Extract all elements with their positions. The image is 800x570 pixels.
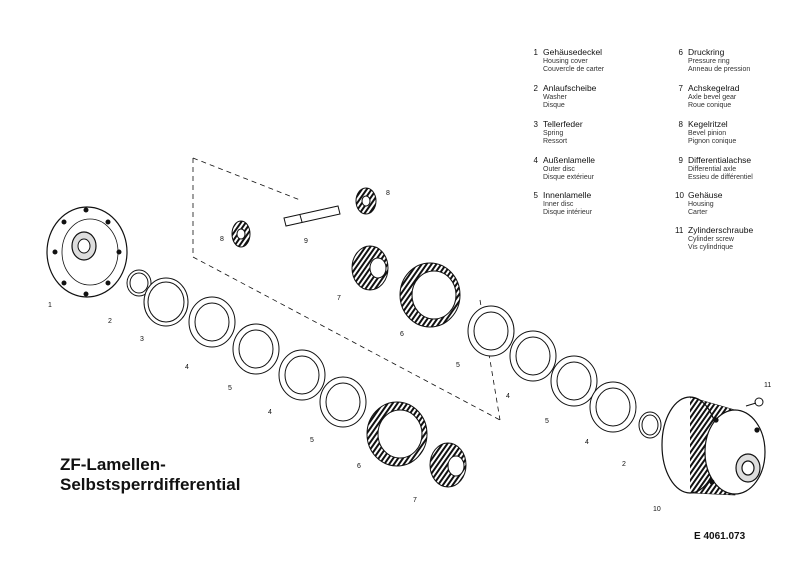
legend-french: Anneau de pression: [688, 66, 751, 73]
legend-german: Gehäuse: [688, 190, 723, 200]
bevel-pinion-right: [355, 187, 377, 215]
callout-label: 11: [764, 382, 772, 389]
legend-german: Gehäusedeckel: [543, 47, 603, 57]
callout-label: 7: [413, 497, 417, 504]
parts-legend: 1 Gehäusedeckel Housing cover Couvercle …: [530, 48, 790, 258]
legend-german: Differentialachse: [688, 155, 752, 165]
legend-french: Ressort: [543, 138, 568, 145]
callout-label: 1: [48, 302, 52, 309]
spring-part: [143, 277, 189, 327]
callout-label: 5: [545, 418, 549, 425]
legend-french: Disque: [543, 102, 565, 109]
disc-stack-left: [188, 296, 367, 428]
callout-label: 5: [456, 362, 460, 369]
legend-french: Vis cylindrique: [688, 244, 734, 251]
callout-label: 7: [337, 295, 341, 302]
legend-german: Tellerfeder: [543, 119, 583, 129]
callout-label: 4: [268, 409, 272, 416]
callout-label: 2: [108, 318, 112, 325]
pressure-ring-lower: [366, 401, 428, 467]
legend-german: Druckring: [688, 47, 725, 57]
callout-label: 8: [386, 190, 390, 197]
legend-french: Roue conique: [688, 102, 732, 109]
callout-label: 6: [357, 463, 361, 470]
legend-french: Essieu de différentiel: [688, 174, 753, 181]
callout-label: 2: [622, 461, 626, 468]
drawing-code: E 4061.073: [694, 531, 746, 542]
housing-part: [661, 396, 766, 496]
title-line-1: ZF-Lamellen-: [60, 455, 166, 474]
legend-english: Washer: [543, 94, 567, 101]
legend-english: Pressure ring: [688, 58, 730, 65]
callout-label: 3: [140, 336, 144, 343]
callout-label: 10: [653, 506, 661, 513]
legend-number: 7: [678, 84, 683, 93]
legend-german: Außenlamelle: [543, 155, 595, 165]
legend-french: Pignon conique: [688, 138, 737, 145]
legend-number: 11: [675, 226, 684, 235]
legend-german: Innenlamelle: [543, 190, 592, 200]
legend-english: Spring: [543, 130, 564, 137]
legend-french: Disque extérieur: [543, 174, 594, 181]
callout-label: 6: [400, 331, 404, 338]
legend-number: 3: [533, 120, 538, 129]
callout-label: 4: [185, 364, 189, 371]
callout-label: 5: [228, 385, 232, 392]
bevel-pinion-left: [231, 220, 251, 248]
legend-english: Axle bevel gear: [688, 94, 737, 101]
differential-axle-part: [283, 205, 341, 227]
callout-label: 4: [506, 393, 510, 400]
housing-cover-part: [46, 206, 128, 298]
washer-part-left: [126, 269, 152, 297]
callout-label: 9: [304, 238, 308, 245]
legend-english: Cylinder screw: [688, 236, 734, 243]
legend-number: 4: [533, 156, 538, 165]
legend-german: Kegelritzel: [688, 119, 728, 129]
legend-german: Zylinderschraube: [688, 225, 754, 235]
legend-english: Housing: [688, 201, 714, 208]
legend-german: Achskegelrad: [688, 83, 740, 93]
cylinder-screw-part: [745, 397, 764, 407]
legend-number: 8: [678, 120, 683, 129]
callout-label: 5: [310, 437, 314, 444]
title-line-2: Selbstsperrdifferential: [60, 475, 241, 494]
legend-number: 10: [675, 191, 684, 200]
legend-french: Carter: [688, 209, 708, 216]
legend-english: Outer disc: [543, 166, 575, 173]
axle-bevel-gear-lower: [429, 442, 467, 488]
legend-number: 6: [678, 48, 683, 57]
callout-label: 4: [585, 439, 589, 446]
pressure-ring-upper: [399, 262, 461, 328]
legend-english: Housing cover: [543, 58, 588, 65]
legend-number: 1: [533, 48, 538, 57]
washer-part-right: [638, 411, 662, 439]
disc-stack-right: [467, 305, 637, 433]
legend-french: Disque intérieur: [543, 209, 593, 216]
legend-german: Anlaufscheibe: [543, 83, 597, 93]
legend-english: Bevel pinion: [688, 130, 727, 137]
legend-number: 2: [533, 84, 538, 93]
legend-number: 9: [678, 156, 683, 165]
legend-english: Inner disc: [543, 201, 574, 208]
legend-french: Couvercle de carter: [543, 66, 605, 73]
diagram-title: ZF-Lamellen- Selbstsperrdifferential: [60, 455, 240, 495]
legend-english: Differential axle: [688, 166, 737, 173]
callout-label: 8: [220, 236, 224, 243]
legend-number: 5: [533, 191, 538, 200]
axle-bevel-gear-upper: [351, 245, 389, 291]
